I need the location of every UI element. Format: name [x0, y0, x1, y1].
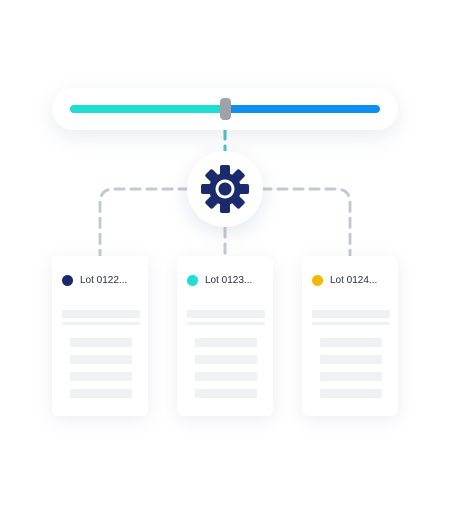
lot-card-3[interactable]: Lot 0124... [302, 256, 398, 416]
placeholder-bar [320, 372, 382, 381]
status-dot [62, 274, 73, 286]
gear-node[interactable] [187, 151, 263, 227]
lot-card-1[interactable]: Lot 0122... [52, 256, 148, 416]
placeholder-bar [70, 338, 132, 347]
slider-thumb[interactable] [219, 98, 231, 120]
lot-card-2[interactable]: Lot 0123... [177, 256, 273, 416]
placeholder-bar [70, 355, 132, 364]
placeholder-bar [195, 389, 257, 398]
status-dot [312, 274, 323, 286]
lot-label: Lot 0122... [80, 274, 128, 286]
lot-label: Lot 0123... [205, 274, 253, 286]
status-dot [187, 274, 198, 286]
placeholder-bar [195, 355, 257, 364]
connector-left [98, 187, 190, 258]
placeholder-bar [62, 322, 140, 325]
placeholder-bar [187, 322, 265, 325]
placeholder-bar [195, 338, 257, 347]
placeholder-bar [62, 310, 140, 318]
placeholder-bar [320, 338, 382, 347]
gear-icon [201, 165, 249, 213]
placeholder-bar [312, 322, 390, 325]
lot-label: Lot 0124... [330, 274, 378, 286]
lot-card-header: Lot 0122... [62, 272, 127, 288]
placeholder-bar [320, 355, 382, 364]
range-slider[interactable] [52, 88, 398, 130]
placeholder-bar [187, 310, 265, 318]
lot-card-header: Lot 0124... [312, 272, 377, 288]
connector-right [260, 187, 352, 258]
placeholder-bar [320, 389, 382, 398]
placeholder-bar [312, 310, 390, 318]
lot-card-header: Lot 0123... [187, 272, 252, 288]
placeholder-bar [70, 372, 132, 381]
placeholder-bar [70, 389, 132, 398]
slider-fill [70, 105, 225, 113]
placeholder-bar [195, 372, 257, 381]
